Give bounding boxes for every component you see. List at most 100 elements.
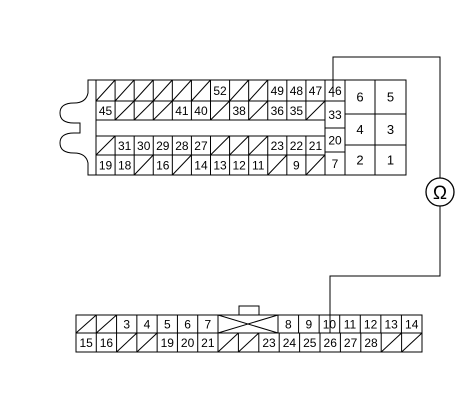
pin-b-bottom-empty [380,332,402,353]
pin-a-row4: 12 [232,158,246,172]
pin-a-row2: 36 [271,104,285,118]
pin-a-row1-empty [133,79,154,102]
pin-b-top: 6 [184,317,191,331]
pin-b-bottom-empty [136,332,158,353]
pin-b-bottom-empty [238,332,260,353]
pin-a-row2-empty [248,100,269,121]
pin-b-top: 3 [123,317,130,331]
pin-b-top: 8 [285,317,292,331]
pin-a-row3: 27 [194,139,208,153]
connector-a-latch [59,79,97,176]
pin-a-row2-empty [152,100,173,121]
pin-a-row4-empty [267,154,288,176]
lead-lower [329,206,441,333]
pin-b-top: 13 [384,317,398,331]
pin-a-row1-empty [248,79,269,102]
pin-a-row2: 40 [194,104,208,118]
pin-b-top: 9 [306,317,313,331]
connector-b-latch [238,305,260,316]
pin-b-top: 7 [205,317,212,331]
connector-a-body [95,79,407,176]
ohmmeter-circle [425,177,455,207]
pin-a-row4: 13 [213,158,227,172]
pin-a-row2: 45 [99,104,113,118]
pin-b-bottom: 21 [201,336,215,350]
pin-a-row4: 19 [99,158,113,172]
pin-a-row4: 14 [194,158,208,172]
pin-a-row2-empty [210,100,230,121]
pin-a-row3: 30 [137,139,151,153]
pin-a-row3-empty [95,135,116,156]
pin-a-right: 5 [387,90,394,105]
pin-a-right: 3 [387,122,394,137]
pin-b-bottom: 23 [262,336,276,350]
lead-upper [332,56,441,178]
pin-a-row3: 22 [290,139,304,153]
pin-b-bottom-empty [116,332,138,353]
pin-a-row3: 28 [175,139,189,153]
pin-a-row1-empty [229,79,250,102]
pin-a-row4: 18 [118,158,132,172]
pin-a-row1-empty [191,79,211,102]
pin-a-mid: 46 [328,84,342,98]
ohmmeter-leads [329,56,455,333]
pin-a-mid: 20 [328,133,342,147]
pin-b-top-empty [75,314,97,334]
pin-a-right: 4 [356,122,363,137]
pin-b-bottom: 24 [283,336,297,350]
pin-a-row2: 38 [232,104,246,118]
pin-b-bottom: 25 [303,336,317,350]
pin-a-right: 6 [356,90,363,105]
pin-a-row4-empty [171,154,192,176]
pin-b-top: 12 [364,317,378,331]
pin-a-row1: 47 [309,84,323,98]
pin-a-row3: 31 [118,139,132,153]
pin-b-top: 14 [405,317,419,331]
pin-b-bottom: 27 [344,336,358,350]
pin-a-mid: 33 [328,108,342,122]
pin-a-mid: 7 [332,157,339,171]
pin-b-top: 5 [164,317,171,331]
pin-a-row1: 49 [271,84,285,98]
pin-a-row4-empty [305,154,326,176]
pin-b-bottom: 26 [324,336,338,350]
pin-a-row1: 48 [290,84,304,98]
pin-b-top: 11 [344,317,357,331]
pin-a-row1-empty [152,79,173,102]
pin-b-top-empty [95,314,117,334]
pin-a-row2: 41 [175,104,189,118]
pin-b-top: 4 [144,317,151,331]
pin-a-row2: 35 [290,104,304,118]
pin-a-row1: 52 [213,84,227,98]
pin-a-row2-empty [305,100,326,121]
pin-a-row4-empty [133,154,154,176]
pin-a-right: 1 [387,153,394,168]
pin-a-row3: 29 [156,139,170,153]
ohmmeter-symbol: Ω [433,183,447,204]
pin-a-row4: 11 [252,158,265,172]
pin-a-row3: 21 [309,139,323,153]
pin-a-right: 2 [356,153,363,168]
pin-b-bottom: 20 [181,336,195,350]
pin-b-bottom: 15 [79,336,93,350]
pin-a-row3: 23 [271,139,285,153]
pin-b-bottom: 16 [100,336,114,350]
pin-a-row1-empty [171,79,192,102]
pin-a-row1-empty [95,79,116,102]
pin-b-bottom: 19 [161,336,175,350]
pin-a-row2-empty [133,100,154,121]
pin-b-bottom-empty [401,332,423,353]
pin-a-row3-empty [210,135,230,156]
pin-a-row2-empty [114,100,135,121]
pin-a-row1-empty [114,79,135,102]
pin-a-row3-empty [229,135,250,156]
pin-a-row4: 16 [156,158,170,172]
pin-a-row3-empty [248,135,269,156]
pin-b-bottom: 28 [364,336,378,350]
pin-a-row4: 9 [293,158,300,172]
pin-b-bottom-empty [217,332,239,353]
